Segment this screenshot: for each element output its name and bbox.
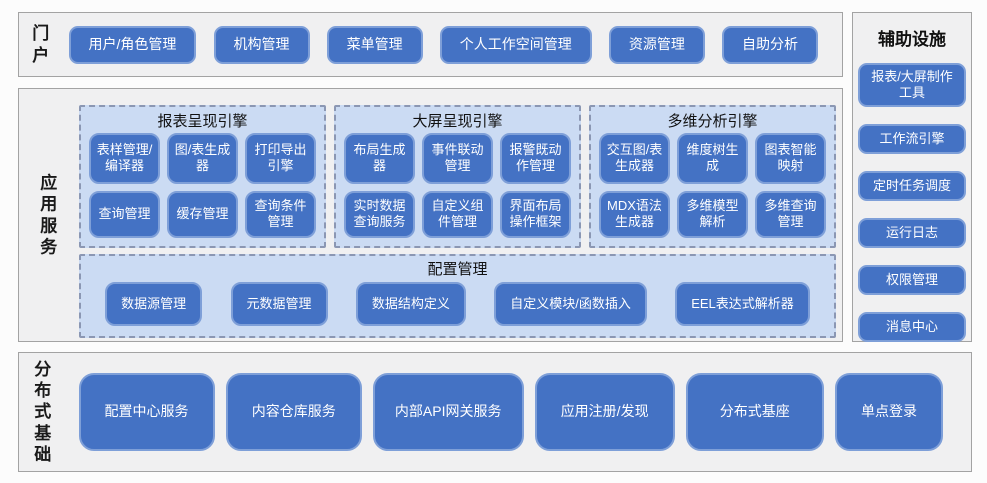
aux-box-permission-mgmt: 权限管理 xyxy=(858,265,966,295)
box-metadata-mgmt: 元数据管理 xyxy=(230,282,328,326)
portal-box-org-mgmt: 机构管理 xyxy=(213,25,310,64)
box-custom-module-function-insert: 自定义模块/函数插入 xyxy=(494,282,647,326)
application-services-label: 应用服务 xyxy=(40,173,58,257)
bigscreen-rendering-engine-title: 大屏呈现引擎 xyxy=(412,113,503,130)
distributed-base-label: 分布式基础 xyxy=(34,359,52,464)
box-realtime-data-query-service: 实时数据查询服务 xyxy=(344,190,415,238)
box-multidim-query-mgmt: 多维查询管理 xyxy=(755,190,826,238)
distributed-base-row: 配置中心服务 内容仓库服务 内部API网关服务 应用注册/发现 分布式基座 单点… xyxy=(78,373,943,451)
box-config-center-service: 配置中心服务 xyxy=(78,373,215,451)
config-mgmt-row: 数据源管理 元数据管理 数据结构定义 自定义模块/函数插入 EEL表达式解析器 xyxy=(91,280,824,328)
box-multidim-model-parsing: 多维模型解析 xyxy=(677,190,748,238)
aux-box-scheduled-tasks: 定时任务调度 xyxy=(858,171,966,201)
box-query-mgmt: 查询管理 xyxy=(89,190,160,238)
portal-section: 门户 用户/角色管理 机构管理 菜单管理 个人工作空间管理 资源管理 自助分析 xyxy=(18,12,843,77)
box-app-register-discovery: 应用注册/发现 xyxy=(534,373,675,451)
box-data-structure-definition: 数据结构定义 xyxy=(355,282,466,326)
box-datasource-mgmt: 数据源管理 xyxy=(105,282,203,326)
box-custom-component-mgmt: 自定义组件管理 xyxy=(422,190,493,238)
report-rendering-engine-title: 报表呈现引擎 xyxy=(157,113,248,130)
box-eel-expression-parser: EEL表达式解析器 xyxy=(675,282,810,326)
bigscreen-rendering-engine-grid: 布局生成器 事件联动管理 报警既动作管理 实时数据查询服务 自定义组件管理 界面… xyxy=(344,133,571,238)
box-mdx-syntax-generator: MDX语法生成器 xyxy=(599,190,670,238)
distributed-base-section: 分布式基础 配置中心服务 内容仓库服务 内部API网关服务 应用注册/发现 分布… xyxy=(18,352,972,472)
box-ui-layout-framework: 界面布局操作框架 xyxy=(500,190,571,238)
box-chart-smart-mapping: 图表智能映射 xyxy=(755,133,826,184)
auxiliary-facilities-section: 辅助设施 报表/大屏制作工具 工作流引擎 定时任务调度 运行日志 权限管理 消息… xyxy=(852,12,972,342)
portal-box-menu-mgmt: 菜单管理 xyxy=(326,25,423,64)
box-internal-api-gateway-service: 内部API网关服务 xyxy=(372,373,524,451)
engine-groups: 报表呈现引擎 表样管理/编译器 图/表生成器 打印导出引擎 查询管理 缓存管理 … xyxy=(79,105,836,248)
box-event-linkage-mgmt: 事件联动管理 xyxy=(422,133,493,184)
box-content-repo-service: 内容仓库服务 xyxy=(225,373,362,451)
box-query-condition-mgmt: 查询条件管理 xyxy=(245,190,316,238)
report-rendering-engine-group: 报表呈现引擎 表样管理/编译器 图/表生成器 打印导出引擎 查询管理 缓存管理 … xyxy=(79,105,326,248)
auxiliary-facilities-title: 辅助设施 xyxy=(878,30,946,49)
box-interactive-chart-generator: 交互图/表生成器 xyxy=(599,133,670,184)
box-single-sign-on: 单点登录 xyxy=(834,373,943,451)
aux-box-run-logs: 运行日志 xyxy=(858,218,966,248)
multidim-analysis-engine-group: 多维分析引擎 交互图/表生成器 维度树生成 图表智能映射 MDX语法生成器 多维… xyxy=(589,105,836,248)
application-services-section: 应用服务 报表呈现引擎 表样管理/编译器 图/表生成器 打印导出引擎 查询管理 … xyxy=(18,88,843,342)
multidim-analysis-engine-title: 多维分析引擎 xyxy=(667,113,758,130)
portal-button-row: 用户/角色管理 机构管理 菜单管理 个人工作空间管理 资源管理 自助分析 xyxy=(68,25,818,64)
config-mgmt-group: 配置管理 数据源管理 元数据管理 数据结构定义 自定义模块/函数插入 EEL表达… xyxy=(79,254,836,338)
portal-box-personal-workspace-mgmt: 个人工作空间管理 xyxy=(439,25,592,64)
portal-box-self-service-analysis: 自助分析 xyxy=(721,25,818,64)
box-style-mgmt-compiler: 表样管理/编译器 xyxy=(89,133,160,184)
auxiliary-button-column: 报表/大屏制作工具 工作流引擎 定时任务调度 运行日志 权限管理 消息中心 xyxy=(858,63,966,342)
box-chart-table-generator: 图/表生成器 xyxy=(167,133,238,184)
aux-box-message-center: 消息中心 xyxy=(858,312,966,342)
box-layout-generator: 布局生成器 xyxy=(344,133,415,184)
aux-box-report-bigscreen-tool: 报表/大屏制作工具 xyxy=(858,63,966,107)
portal-section-label: 门户 xyxy=(32,24,50,65)
box-distributed-foundation: 分布式基座 xyxy=(685,373,824,451)
config-mgmt-title: 配置管理 xyxy=(427,261,488,278)
aux-box-workflow-engine: 工作流引擎 xyxy=(858,124,966,154)
box-print-export-engine: 打印导出引擎 xyxy=(245,133,316,184)
bigscreen-rendering-engine-group: 大屏呈现引擎 布局生成器 事件联动管理 报警既动作管理 实时数据查询服务 自定义… xyxy=(334,105,581,248)
box-dimension-tree-generation: 维度树生成 xyxy=(677,133,748,184)
box-cache-mgmt: 缓存管理 xyxy=(167,190,238,238)
portal-box-user-role-mgmt: 用户/角色管理 xyxy=(68,25,197,64)
portal-box-resource-mgmt: 资源管理 xyxy=(608,25,705,64)
multidim-analysis-engine-grid: 交互图/表生成器 维度树生成 图表智能映射 MDX语法生成器 多维模型解析 多维… xyxy=(599,133,826,238)
box-alarm-action-mgmt: 报警既动作管理 xyxy=(500,133,571,184)
report-rendering-engine-grid: 表样管理/编译器 图/表生成器 打印导出引擎 查询管理 缓存管理 查询条件管理 xyxy=(89,133,316,238)
